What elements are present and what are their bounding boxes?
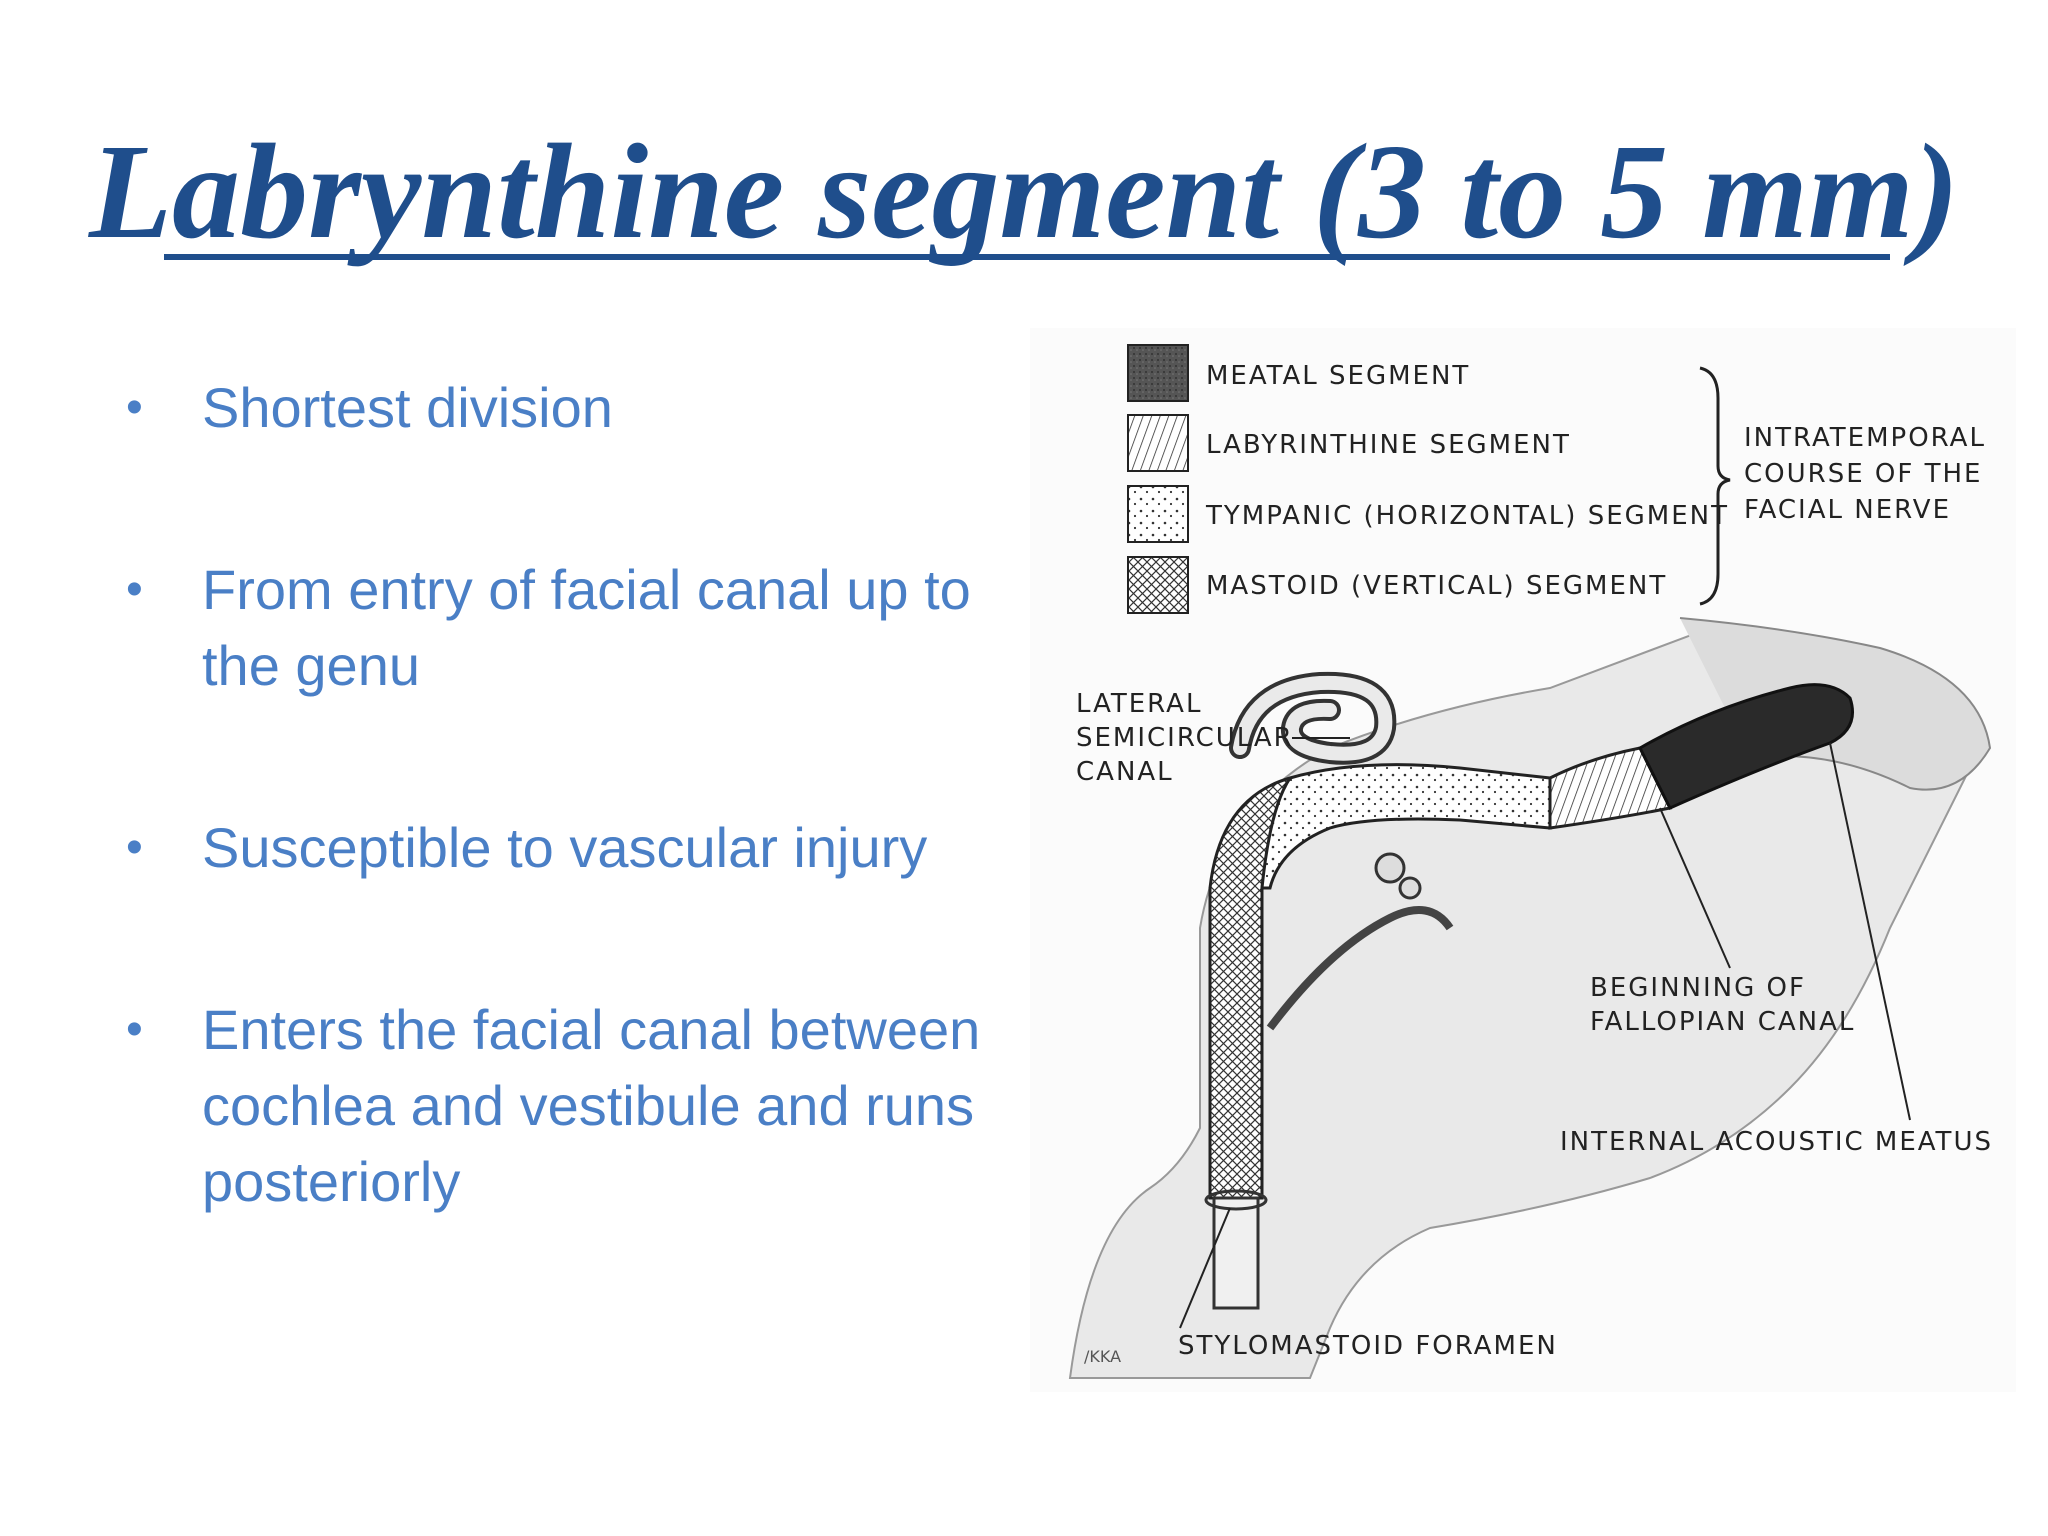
ossicle-shape — [1374, 852, 1406, 884]
legend-label-meatal: MEATAL SEGMENT — [1206, 361, 1470, 391]
callout-stylomastoid: STYLOMASTOID FORAMEN — [1178, 1331, 1558, 1361]
brace-label-line-2: COURSE OF THE — [1744, 459, 1982, 489]
stylomastoid-ring — [1204, 1189, 1268, 1211]
bullet-text: Enters the facial canal between cochlea … — [202, 998, 981, 1213]
tympanic-segment — [1260, 763, 1552, 890]
slide-title: Labrynthine segment (3 to 5 mm) — [89, 117, 1959, 267]
callout-lateral-line-2: SEMICIRCULAR — [1076, 723, 1294, 753]
bullet-dot-icon: • — [126, 563, 143, 616]
legend-label-tympanic: TYMPANIC (HORIZONTAL) SEGMENT — [1205, 501, 1729, 531]
callout-fallopian-line-2: FALLOPIAN CANAL — [1590, 1007, 1855, 1037]
leader-stylomastoid — [1179, 1207, 1231, 1329]
leader-fallopian — [1659, 807, 1731, 969]
legend-label-mastoid: MASTOID (VERTICAL) SEGMENT — [1206, 571, 1667, 601]
legend-brace — [1699, 366, 1731, 606]
bullet-list: • Shortest division • From entry of facial… — [120, 370, 1010, 1326]
bullet-text: Shortest division — [202, 376, 613, 439]
bullet-dot-icon: • — [126, 821, 143, 874]
legend-label-labyrinthine: LABYRINTHINE SEGMENT — [1206, 430, 1571, 460]
legend-swatch-tympanic — [1127, 485, 1189, 543]
bullet-item: • Enters the facial canal between cochlea… — [120, 992, 1010, 1220]
bullet-item: • From entry of facial canal up to the ge… — [120, 552, 1010, 704]
chorda-tympani-branch — [1266, 906, 1454, 1031]
bullet-item: • Shortest division — [120, 370, 1010, 446]
diagram-canvas: MEATAL SEGMENT LABYRINTHINE SEGMENT TYMP… — [1068, 344, 1993, 1379]
nerve-exit-stem — [1212, 1196, 1260, 1310]
facial-nerve-diagram: MEATAL SEGMENT LABYRINTHINE SEGMENT TYMP… — [1030, 328, 2016, 1392]
title-underline — [164, 254, 1890, 260]
callout-fallopian-line-1: BEGINNING OF — [1590, 973, 1806, 1003]
brace-label-line-3: FACIAL NERVE — [1744, 495, 1951, 525]
bullet-item: • Susceptible to vascular injury — [120, 810, 1010, 886]
callout-lateral-line-3: CANAL — [1076, 757, 1174, 787]
artist-signature: /KKA — [1084, 1347, 1121, 1366]
meatal-segment — [1638, 683, 1854, 810]
bullet-dot-icon: • — [126, 381, 143, 434]
leader-internal-meatus — [1829, 742, 1911, 1121]
brace-label-line-1: INTRATEMPORAL — [1744, 423, 1986, 453]
bullet-text: From entry of facial canal up to the gen… — [202, 558, 971, 697]
callout-internal-meatus: INTERNAL ACOUSTIC MEATUS — [1560, 1127, 1993, 1157]
legend-swatch-labyrinthine — [1127, 414, 1189, 472]
legend-swatch-mastoid — [1127, 556, 1189, 614]
legend-swatch-meatal — [1127, 344, 1189, 402]
bullet-dot-icon: • — [126, 1003, 143, 1056]
bullet-text: Susceptible to vascular injury — [202, 816, 928, 879]
callout-lateral-line-1: LATERAL — [1076, 689, 1202, 719]
ossicle-shape-small — [1398, 876, 1422, 900]
